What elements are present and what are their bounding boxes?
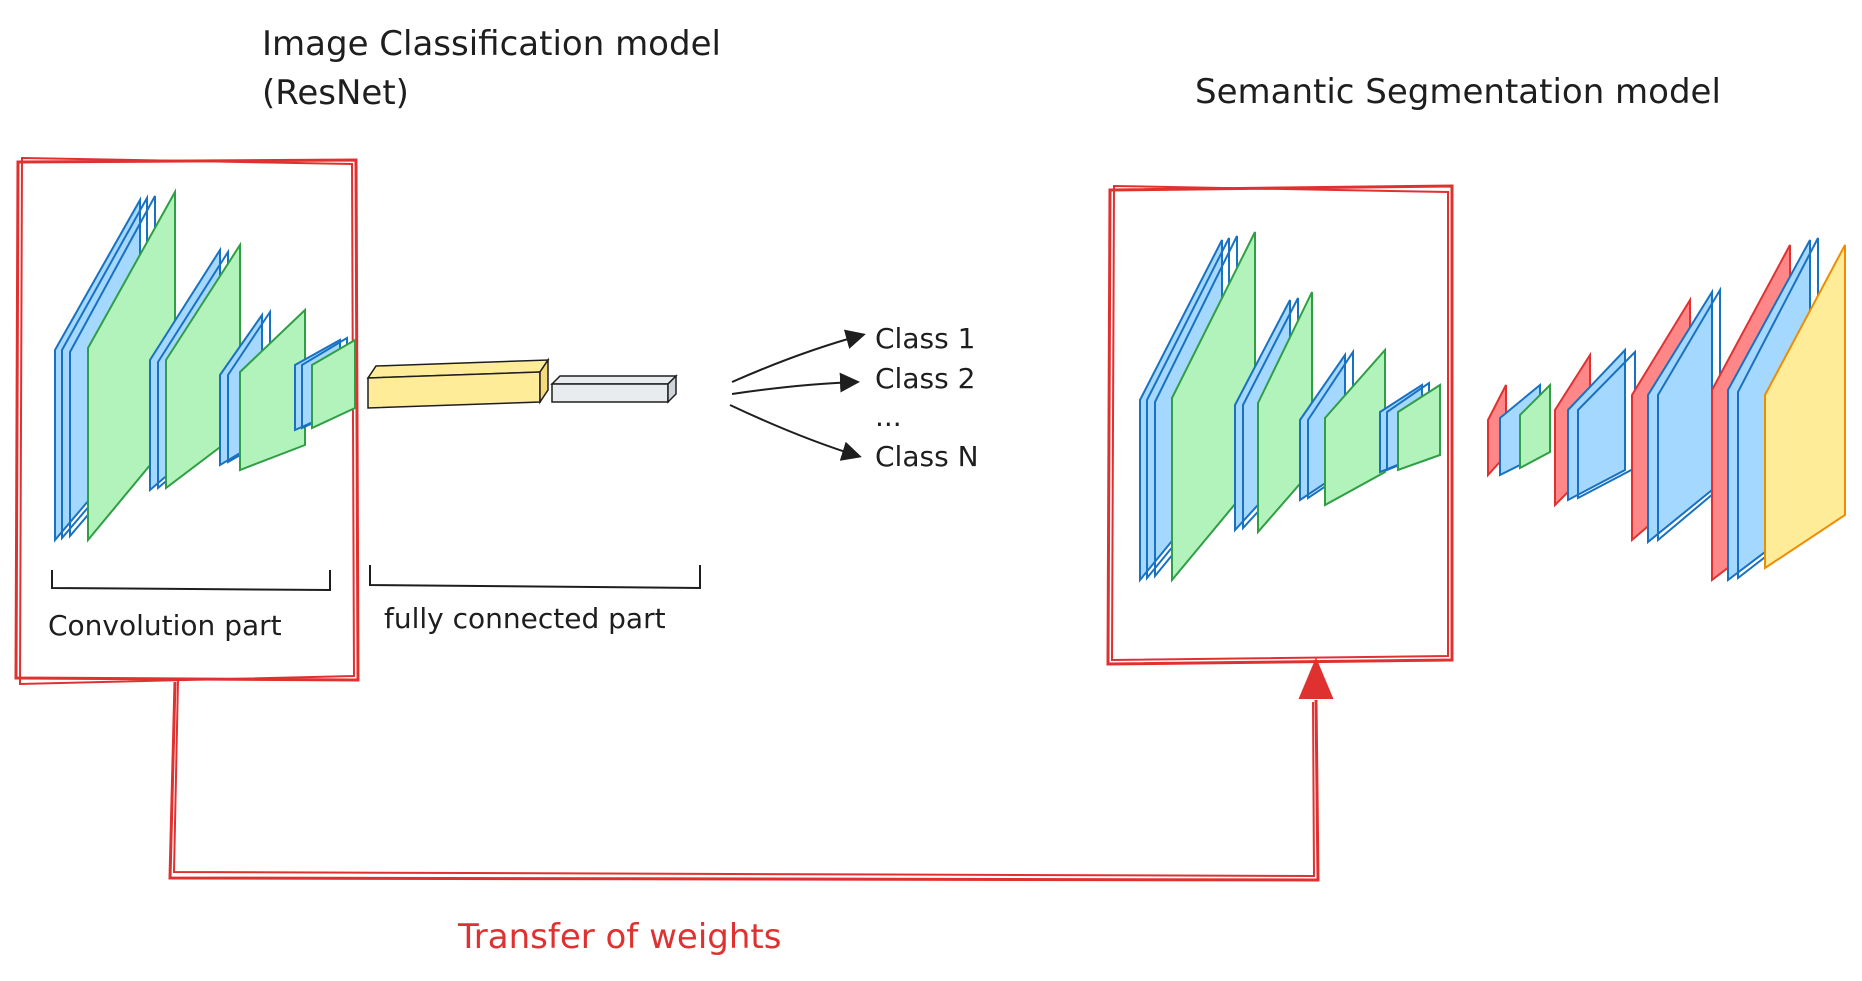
left-layer-3 xyxy=(219,307,306,472)
conv-bracket xyxy=(51,570,331,592)
fc-bracket xyxy=(369,565,701,590)
fc-part-label: fully connected part xyxy=(384,602,666,635)
right-encoder-box xyxy=(1106,184,1454,666)
left-model-title-line1: Image Classification model xyxy=(262,24,721,64)
left-cnn-layers xyxy=(54,188,356,543)
right-encoder-layers xyxy=(1139,231,1441,583)
right-enc-layer-3 xyxy=(1299,347,1386,507)
right-decoder-layers xyxy=(1487,237,1846,583)
class-2-label: Class 2 xyxy=(875,362,975,395)
right-dec-layer-3 xyxy=(1631,286,1721,545)
class-n-label: Class N xyxy=(875,440,979,473)
class-1-label: Class 1 xyxy=(875,322,975,355)
transfer-connector xyxy=(168,657,1334,882)
left-layer-4 xyxy=(294,336,356,432)
conv-part-label: Convolution part xyxy=(48,609,282,642)
output-arrows xyxy=(729,329,866,461)
left-model-title-line2: (ResNet) xyxy=(262,73,409,113)
class-ellipsis-label: ... xyxy=(875,400,902,433)
transfer-label: Transfer of weights xyxy=(457,917,781,957)
left-conv-box xyxy=(14,156,360,686)
transfer-arrowhead xyxy=(1298,657,1334,699)
right-dec-layer-4 xyxy=(1711,237,1846,583)
fc-layers xyxy=(366,357,678,409)
right-model-title: Semantic Segmentation model xyxy=(1195,72,1721,112)
right-dec-layer-1 xyxy=(1487,382,1551,478)
right-dec-layer-2 xyxy=(1554,347,1636,508)
right-enc-layer-4 xyxy=(1379,381,1441,474)
